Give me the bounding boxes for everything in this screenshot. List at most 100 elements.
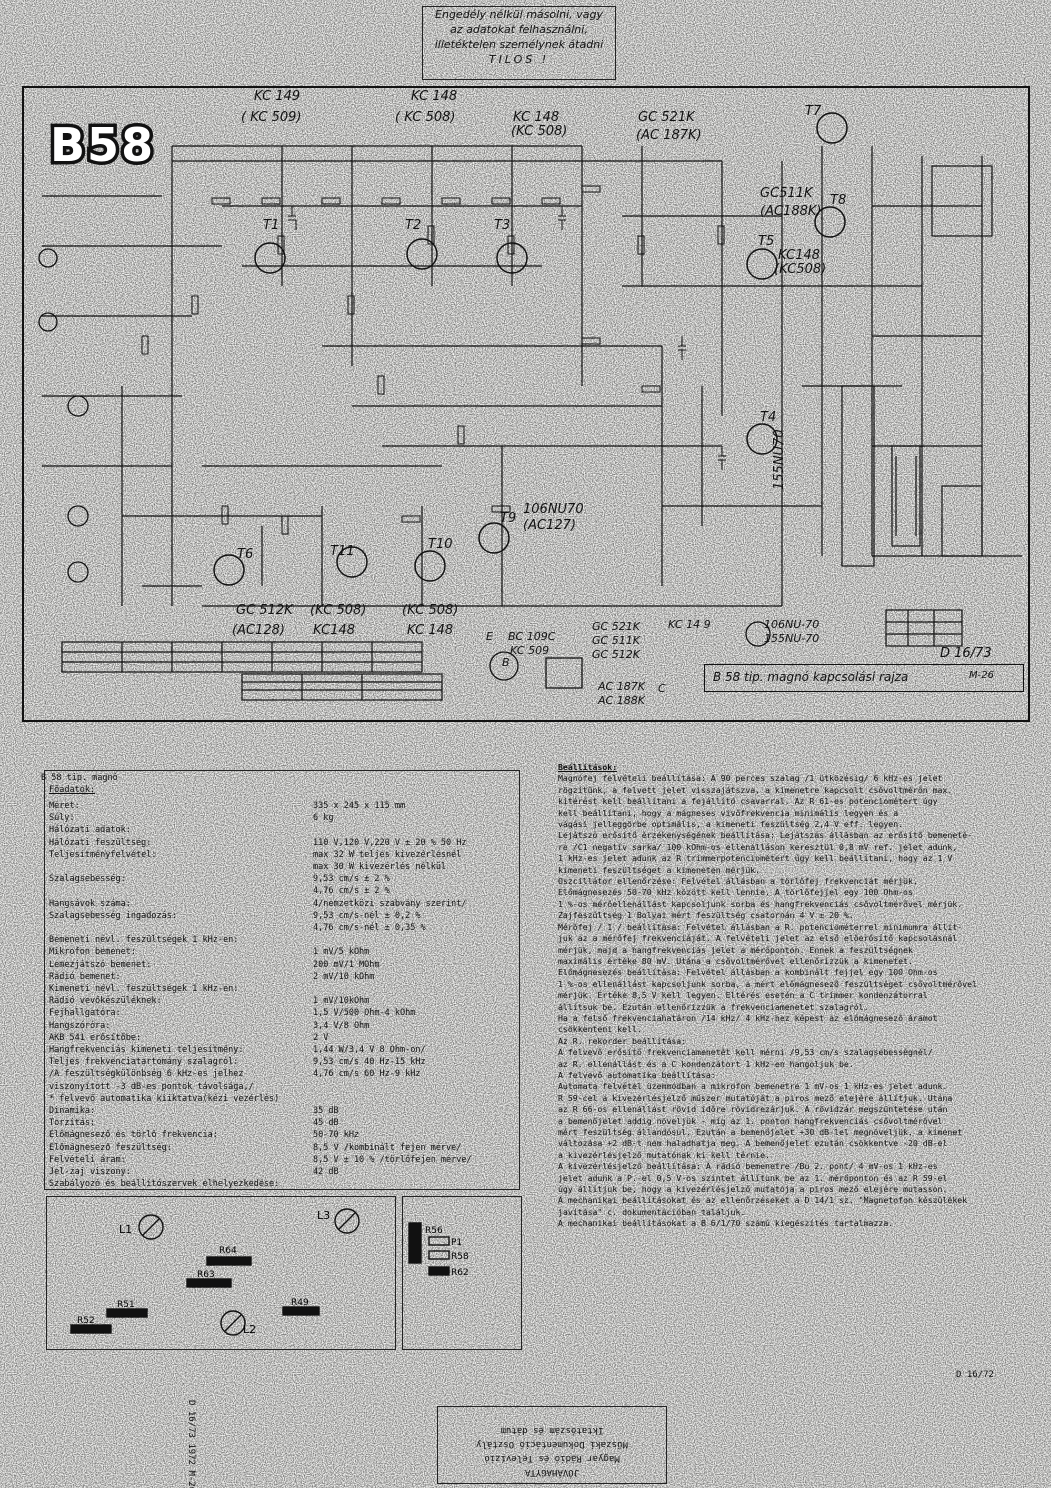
note-line: Oszcillátor ellenőrzése: Felvétel állásb… — [558, 876, 918, 887]
spec-value: 2 V — [313, 1032, 329, 1043]
note-line: juk az a mérőfej frekvenciáját. A felvét… — [558, 933, 958, 944]
note-line: jelet adunk a P.-el 0,5 V-os szintet áll… — [558, 1172, 948, 1183]
pinout-kc509: KC 509 — [510, 644, 550, 657]
pinout-ac187k: AC 187K — [598, 680, 645, 693]
note-line: kell beállítani, hogy a mágneses vivőfre… — [558, 807, 899, 818]
part-kc149: KC 149 — [254, 89, 301, 104]
part-kc508-a: ( KC 508) — [395, 110, 456, 125]
stamp-line-1: JÓVÁHAGYTA — [524, 1467, 580, 1477]
pin-c: C — [658, 682, 666, 695]
pin-e: E — [486, 630, 493, 643]
layout-label-r52: R52 — [77, 1316, 95, 1326]
spec-value: 3,4 V/8 Ohm — [313, 1020, 370, 1031]
part-kc508-t5: (KC508) — [774, 262, 827, 277]
note-line: R 59-cel a kivezérlésjelző műszer mutató… — [558, 1092, 953, 1103]
note-line: mérjük, majd a hangfrekvenciás jelet a m… — [558, 944, 913, 955]
copy-restriction-notice: Engedély nélkül másolni, vagy az adatoka… — [422, 6, 616, 80]
pinout-gc512k: GC 512K — [592, 648, 640, 661]
part-kc148-c: KC148 — [313, 623, 356, 638]
part-kc148-b: KC 148 — [513, 110, 560, 125]
specs-heading: B 58 tip. magnó — [41, 773, 118, 783]
transistor-label-t6: T6 — [237, 547, 254, 562]
spec-label: Lemezjátszó bemenet: — [49, 959, 152, 970]
spec-label: Méret: — [49, 801, 80, 811]
spec-value: 8,5 V /kombinált fejen mérve/ — [313, 1142, 462, 1153]
transistor-label-t8: T8 — [830, 193, 847, 208]
note-line: 1 %-os mérőellenállást kapcsoljunk sorba… — [558, 898, 963, 909]
spec-value: max 30 W kivezérlés nélkül — [313, 862, 447, 872]
note-line: A mechanikai beállításokat a B 6/1/70 sz… — [558, 1218, 894, 1229]
part-ac127: (AC127) — [523, 518, 576, 533]
layout-label-r58: R58 — [451, 1252, 469, 1262]
spec-label: Rádió vevőkészüléknek: — [49, 996, 162, 1007]
pinout-kc149: KC 14 9 — [668, 618, 711, 631]
notice-line-3: illetéktelen személynek átadni — [434, 38, 604, 51]
transistor-label-t11: T11 — [330, 544, 355, 559]
spec-label: Kimeneti névl. feszültségek 1 kHz-en: — [49, 984, 239, 994]
notice-line-1: Engedély nélkül másolni, vagy — [435, 8, 603, 21]
spec-value: 110 V,120 V,220 V ± 20 % 50 Hz — [313, 837, 467, 848]
stamp-line-3: Műszaki Dokumentáció Osztály — [476, 1439, 628, 1449]
specifications-panel: B 58 tip. magnó Főadatok: Méret:335 x 24… — [41, 770, 520, 1190]
title-block: B 58 tip. magnó kapcsolási rajza M-26 — [704, 664, 1024, 692]
notes-lines: Magnófej felvételi beállítása: A 90 perc… — [558, 773, 1010, 1229]
spec-value: 45 dB — [313, 1118, 339, 1129]
part-gc511k: GC511K — [760, 186, 813, 201]
note-line: javítása" c. dokumentációban találjuk. — [558, 1206, 746, 1217]
approval-stamp: JÓVÁHAGYTA Magyar Rádió és Televízió Műs… — [437, 1406, 667, 1484]
spec-label: Hangsávok száma: — [49, 898, 131, 909]
schematic-frame — [22, 86, 1030, 722]
spec-value: 8,5 V ± 10 % /törlőfejen mérve/ — [313, 1154, 472, 1165]
spec-value: 1 mV/5 kOhm — [313, 947, 370, 958]
spec-value: 4,76 cm/s 60 Hz-9 kHz — [313, 1069, 421, 1080]
spec-label: Felvételi áram: — [49, 1154, 126, 1165]
note-line: Ha a felső frekvenciahatáron /14 kHz/ 4 … — [558, 1012, 938, 1023]
part-kc148-a: KC 148 — [411, 89, 458, 104]
transistor-label-t9: T9 — [500, 511, 517, 526]
part-kc148-d: KC 148 — [407, 623, 454, 638]
spec-label: Szalagsebesség: — [49, 874, 126, 885]
spec-label: Bemeneti névl. feszültségek 1 kHz-en: — [49, 935, 239, 946]
spec-label: Súly: — [49, 813, 75, 824]
note-line: az R 66-os ellenállást rövid időre rövid… — [558, 1104, 948, 1115]
note-line: az R. ellenállást és a C kondenzátort 1 … — [558, 1058, 854, 1069]
note-line: kitérést kell beállítani a fejállító csa… — [558, 796, 938, 807]
pinout-gc511k: GC 511K — [592, 634, 640, 647]
spec-value: 1,44 W/3,4 V 8 Ohm-on/ — [313, 1045, 426, 1055]
layout-label-l3: L3 — [317, 1209, 330, 1222]
spec-value: 9,53 cm/s ± 2 % — [313, 874, 390, 885]
document-number: D 16/72 — [956, 1370, 994, 1380]
notice-line-2: az adatokat felhasználni, — [450, 23, 588, 36]
component-layout-panel: L1 L3 L2 R64 R63 R51 R52 R49 — [46, 1196, 396, 1350]
transistor-label-t10: T10 — [428, 537, 453, 552]
note-line: A felvevő automatika beállítása: — [558, 1069, 716, 1080]
layout-label-l1: L1 — [119, 1223, 132, 1236]
part-155nu70: 155NU70 — [772, 429, 787, 490]
note-line: kimeneti feszültséget a kimeneten mérjük… — [558, 864, 761, 875]
pin-b: B — [502, 656, 510, 669]
note-line: 1 %-os ellenállást kapcsoljunk sorba, a … — [558, 978, 977, 989]
spec-label: * felvevő automatika kiiktatva(kézi vezé… — [49, 1093, 280, 1104]
circuit-diagram — [38, 112, 1022, 701]
transistor-label-t1: T1 — [263, 218, 280, 233]
note-line: úgy állítjuk be, hogy a kivezérlésjelző … — [558, 1184, 948, 1195]
spec-label: Rádió bemenet: — [49, 971, 121, 982]
spec-label: Jel-zaj viszony: — [49, 1167, 131, 1177]
note-line: a kivezérlésjelző mutatónak ki kell térn… — [558, 1149, 770, 1160]
spec-value: 4/nemzetközi szabvány szerint/ — [313, 898, 467, 909]
part-ac128: (AC128) — [232, 623, 285, 638]
pinout-106nu70: 106NU-70 — [764, 618, 820, 631]
notice-line-4: TILOS ! — [488, 53, 550, 66]
spec-label: Szabályozó és beállítószervek elhelyezke… — [49, 1179, 280, 1190]
spec-value: 50-70 kHz — [313, 1130, 360, 1141]
spec-label: AKB 541 erősítőbe: — [49, 1032, 142, 1043]
spec-value: 1 mV/10kOhm — [313, 996, 370, 1007]
spec-label: Teljesítményfelvétel: — [49, 849, 157, 860]
note-line: csökkenteni kell. — [558, 1024, 642, 1035]
note-line: Előmágnesezés 50-70 kHz között kell lenn… — [558, 887, 913, 898]
part-kc508-c: (KC 508) — [310, 603, 367, 618]
spec-value: 1,5 V/500 Ohm-4 kOhm — [313, 1008, 416, 1019]
spec-label: Hangfrekvenciás kimeneti teljesítmény: — [49, 1045, 244, 1055]
layout-label-r49: R49 — [291, 1298, 309, 1308]
spec-label: viszonyított -3 dB-es pontok távolsága,/ — [49, 1081, 254, 1092]
